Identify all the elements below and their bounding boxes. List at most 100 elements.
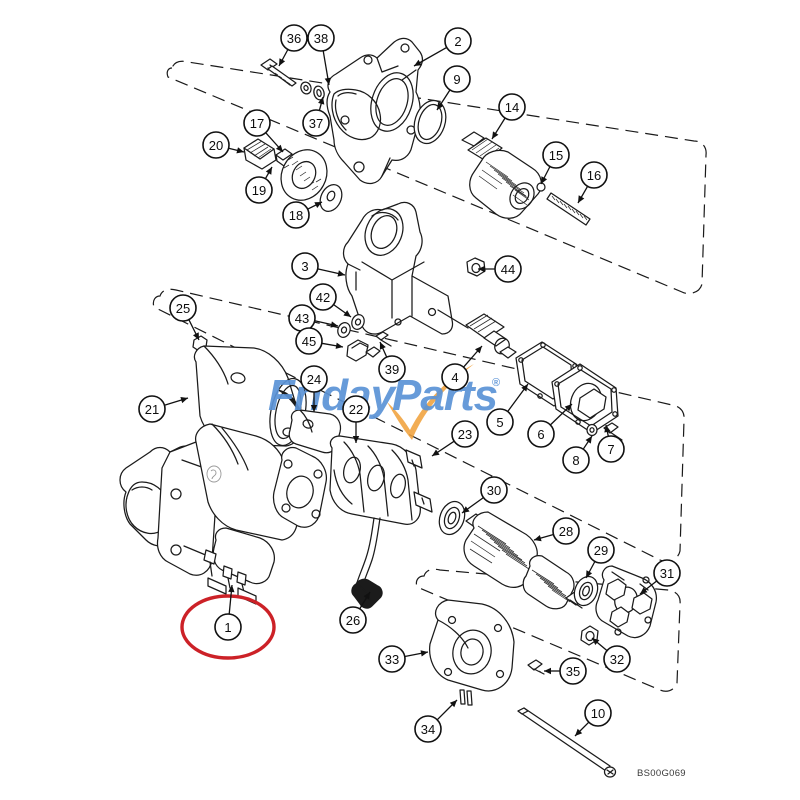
callout-16[interactable]: 16 xyxy=(577,161,608,204)
callout-arrowhead xyxy=(330,321,338,328)
callout-28[interactable]: 28 xyxy=(533,517,580,545)
callout-bubble[interactable] xyxy=(587,536,615,564)
callout-bubble[interactable] xyxy=(138,395,166,423)
callout-bubble[interactable] xyxy=(444,27,472,55)
callout-18[interactable]: 18 xyxy=(282,201,323,229)
callout-15[interactable]: 15 xyxy=(540,141,570,185)
callout-bubble[interactable] xyxy=(342,395,370,423)
callout-14[interactable]: 14 xyxy=(491,93,526,140)
callout-bubble[interactable] xyxy=(307,24,335,52)
callout-bubble[interactable] xyxy=(486,408,514,436)
callout-arrowhead xyxy=(352,436,360,443)
callout-bubble[interactable] xyxy=(480,476,508,504)
callout-34[interactable]: 34 xyxy=(414,699,458,743)
part-33-end-frame xyxy=(429,599,515,706)
callout-arrowhead xyxy=(379,342,386,350)
callout-bubble[interactable] xyxy=(309,283,337,311)
callout-3[interactable]: 3 xyxy=(291,252,346,280)
callout-bubble[interactable] xyxy=(451,420,479,448)
callout-bubble[interactable] xyxy=(498,93,526,121)
callout-bubble[interactable] xyxy=(214,613,242,641)
callout-arrowhead xyxy=(228,585,235,593)
callout-arrowhead xyxy=(578,195,585,203)
callout-bubble[interactable] xyxy=(414,715,442,743)
callout-bubble[interactable] xyxy=(552,517,580,545)
callout-bubble[interactable] xyxy=(202,131,230,159)
callout-bubble[interactable] xyxy=(245,176,273,204)
part-26-terminal-boot xyxy=(351,578,383,609)
callout-10[interactable]: 10 xyxy=(574,699,612,737)
callout-bubble[interactable] xyxy=(559,657,587,685)
callout-8[interactable]: 8 xyxy=(562,435,593,474)
callout-arrowhead xyxy=(564,404,572,412)
part-1-starter-motor-assembly xyxy=(119,423,328,605)
callout-arrowhead xyxy=(310,405,318,412)
callout-bubble[interactable] xyxy=(300,365,328,393)
callout-bubble[interactable] xyxy=(584,699,612,727)
callout-25[interactable]: 25 xyxy=(169,294,200,341)
callout-39[interactable]: 39 xyxy=(378,341,406,383)
callout-arrowhead xyxy=(275,144,283,152)
part-36-through-bolt xyxy=(260,58,297,87)
callout-arrowhead xyxy=(343,310,351,317)
callout-42[interactable]: 42 xyxy=(309,283,352,318)
callout-arrowhead xyxy=(521,384,528,392)
callout-35[interactable]: 35 xyxy=(544,657,587,685)
part-4-plunger-assembly xyxy=(437,309,517,359)
part-18-thrust-washer xyxy=(319,184,343,212)
callout-bubble[interactable] xyxy=(653,559,681,587)
callout-33[interactable]: 33 xyxy=(378,645,429,673)
callout-bubble[interactable] xyxy=(243,109,271,137)
callout-bubble[interactable] xyxy=(494,255,522,283)
callout-bubble[interactable] xyxy=(288,304,316,332)
callout-23[interactable]: 23 xyxy=(431,420,479,457)
callout-36[interactable]: 36 xyxy=(278,24,308,67)
callout-bubble[interactable] xyxy=(378,355,406,383)
callout-bubble[interactable] xyxy=(580,161,608,189)
callout-bubble[interactable] xyxy=(441,363,469,391)
part-8-washer xyxy=(586,423,598,437)
svg-text:®: ® xyxy=(492,377,500,389)
callout-bubble[interactable] xyxy=(339,606,367,634)
part-45-terminal-clamp xyxy=(346,339,381,362)
callout-30[interactable]: 30 xyxy=(461,476,508,514)
callout-bubble[interactable] xyxy=(378,645,406,673)
part-6-solenoid-cover xyxy=(551,363,619,434)
callout-bubble[interactable] xyxy=(527,420,555,448)
callout-bubble[interactable] xyxy=(302,109,330,137)
callout-43[interactable]: 43 xyxy=(288,304,339,332)
callout-bubble[interactable] xyxy=(169,294,197,322)
callout-45[interactable]: 45 xyxy=(295,327,344,355)
callout-bubble[interactable] xyxy=(282,201,310,229)
callout-arrowhead xyxy=(586,570,593,578)
callout-6[interactable]: 6 xyxy=(527,403,573,448)
callout-arrowhead xyxy=(475,346,482,354)
callout-bubble[interactable] xyxy=(291,252,319,280)
callout-bubble[interactable] xyxy=(542,141,570,169)
part-29-bearing xyxy=(573,575,599,607)
callout-32[interactable]: 32 xyxy=(591,637,631,673)
callout-38[interactable]: 38 xyxy=(307,24,335,86)
drawing-code-label: BS00G069 xyxy=(637,768,686,779)
callout-21[interactable]: 21 xyxy=(138,395,189,423)
callout-bubble[interactable] xyxy=(443,65,471,93)
callout-arrowhead xyxy=(478,265,485,273)
callout-bubble[interactable] xyxy=(295,327,323,355)
part-38-washer xyxy=(300,81,312,95)
callout-bubble[interactable] xyxy=(603,645,631,673)
callout-bubble[interactable] xyxy=(280,24,308,52)
callout-arrowhead xyxy=(604,425,611,433)
callout-bubble[interactable] xyxy=(597,435,625,463)
callout-arrowhead xyxy=(492,131,499,139)
callout-37[interactable]: 37 xyxy=(302,96,330,137)
callout-20[interactable]: 20 xyxy=(202,131,245,159)
part-20-pinion-gear xyxy=(243,138,277,170)
part-14-starter-drive xyxy=(461,131,542,219)
callout-1[interactable]: 1 xyxy=(214,584,242,641)
part-28-armature xyxy=(463,511,587,610)
part-10-through-rod xyxy=(517,707,617,778)
callout-44[interactable]: 44 xyxy=(478,255,522,283)
callout-bubble[interactable] xyxy=(562,446,590,474)
callout-19[interactable]: 19 xyxy=(245,166,273,204)
